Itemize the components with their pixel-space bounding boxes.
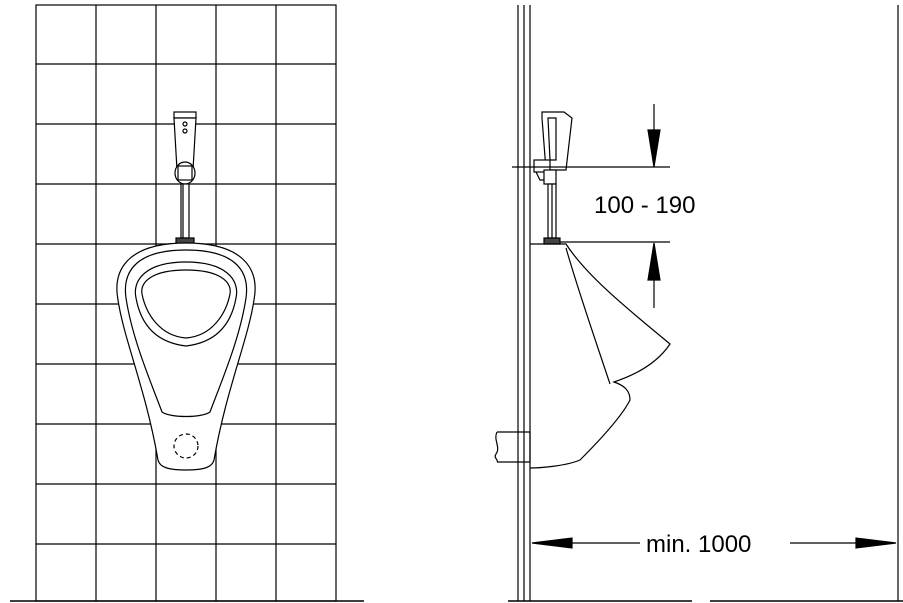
- clearance-dimension: [531, 537, 897, 549]
- flush-valve-side: [533, 111, 573, 245]
- flush-valve-front: [173, 111, 197, 245]
- tile-grid: [35, 4, 337, 602]
- clearance-dimension-label: min. 1000: [646, 531, 751, 558]
- urinal-side: [529, 243, 671, 469]
- drain-pipe: [494, 431, 531, 463]
- urinal-bowl-edge: [565, 247, 611, 385]
- urinal-front: [116, 242, 256, 471]
- front-view: [10, 4, 364, 602]
- height-dimension-label: 100 - 190: [594, 192, 695, 219]
- wall-section: [517, 5, 531, 601]
- side-view: [494, 5, 903, 602]
- height-dimension: [512, 104, 670, 308]
